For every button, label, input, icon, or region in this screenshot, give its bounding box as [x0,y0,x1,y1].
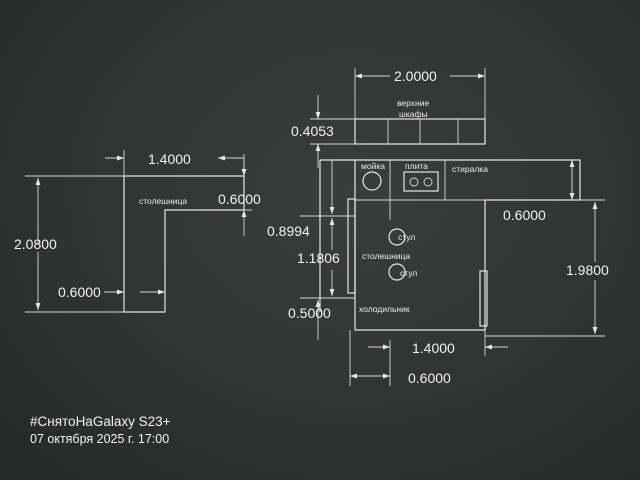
stove-icon [403,171,439,192]
label-upper-cabinets-1: верхние [397,98,429,108]
sink-icon [362,171,382,191]
watermark-date: 07 октября 2025 г. 17:00 [30,432,170,446]
camera-watermark: #СнятоНаGalaxy S23+ 07 октября 2025 г. 1… [30,413,171,448]
right-dim-bottom-small: 0.6000 [408,370,451,386]
right-dim-left-middle: 1.1806 [297,250,340,266]
label-fridge: холодильник [359,304,410,314]
left-plan: 1.4000 0.6000 2.0800 0.6000 столешница [14,150,261,313]
left-door-bar [347,198,356,294]
right-door-bar [479,270,488,327]
label-counter: столешница [362,251,410,261]
left-label-countertop: столешница [139,196,187,206]
right-dim-bottom-total: 1.4000 [412,340,455,356]
label-washer: стиралка [452,164,488,174]
right-dim-cabinet-height: 0.4053 [291,123,334,139]
label-sink: мойка [361,161,385,171]
label-chair-1: стул [398,232,415,242]
left-dim-top: 1.4000 [148,151,191,167]
left-dim-right: 0.6000 [218,191,261,207]
label-upper-cabinets-2: шкафы [399,109,428,119]
right-dim-top: 2.0000 [394,68,437,84]
chair-icon [388,228,406,246]
right-dim-depth: 0.6000 [503,207,546,223]
label-stove: плита [405,161,428,171]
left-dim-total: 2.0800 [14,236,57,252]
right-dim-total: 1.9800 [566,262,609,278]
watermark-tag: #СнятоНаGalaxy S23+ [30,414,171,429]
label-chair-2: стул [400,268,417,278]
left-dim-bottom: 0.6000 [58,284,101,300]
chair-icon [388,263,406,281]
right-dim-left-lower: 0.5000 [288,305,331,321]
right-dim-left-upper: 0.8994 [267,223,310,239]
right-plan: верхние шкафы 2.0000 0.4053 мойка [267,68,609,386]
